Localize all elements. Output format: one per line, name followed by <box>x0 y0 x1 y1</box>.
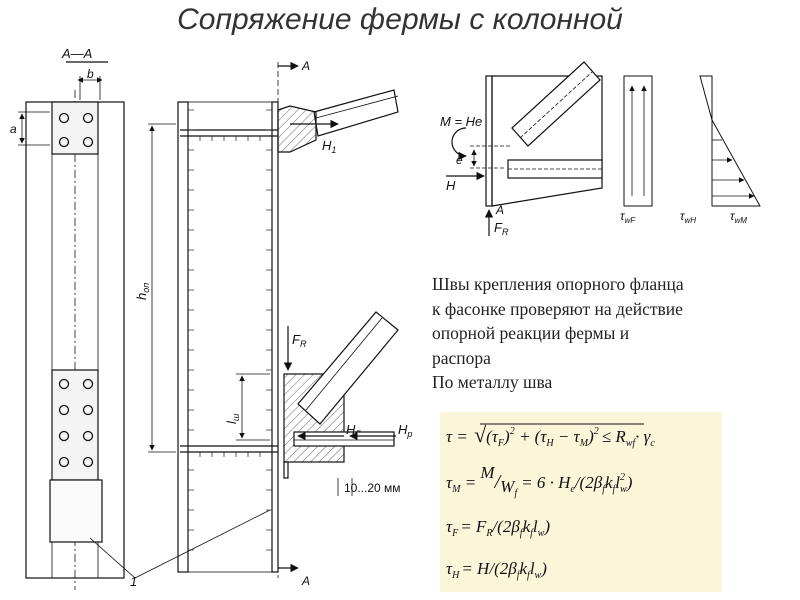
section-aa-view <box>18 61 125 590</box>
label-hp: Hр <box>398 422 412 439</box>
description-line: опорной реакции фермы и <box>432 323 630 343</box>
label-h-op: hоп <box>134 283 151 300</box>
label-h-force: H <box>446 178 456 193</box>
page-title: Сопряжение фермы с колонной <box>177 3 623 36</box>
description-line: По металлу шва <box>432 372 553 392</box>
upper-chord-node <box>277 89 399 153</box>
description-line: распора <box>432 347 491 368</box>
label-arrow-a-top: А <box>301 59 310 73</box>
label-tau-wf: τwF <box>620 209 636 225</box>
label-tau-wh: τwH <box>680 209 696 225</box>
label-a-point: А <box>495 203 504 217</box>
column-weld-ticks <box>188 109 272 551</box>
formula-panel: τ = √(τF)2 + (τH − τM)2≤ Rwf· γc τM = M/… <box>440 412 722 592</box>
description-line: Швы крепления опорного фланца <box>432 274 684 294</box>
label-section-aa: А—А <box>61 46 92 61</box>
label-one: 1 <box>130 574 137 589</box>
label-tau-wm: τwM <box>730 209 747 225</box>
formula-3: τF= FR/(2βfkflw) <box>446 517 550 539</box>
description-line: к фасонке проверяют на действие <box>432 298 683 319</box>
label-e: e <box>456 153 463 167</box>
label-arrow-a-bottom: А <box>301 574 310 588</box>
label-h1: H1 <box>322 138 336 155</box>
label-fr2: FR <box>494 220 509 237</box>
label-b: b <box>87 67 94 81</box>
column-side-view <box>148 61 299 578</box>
shear-diagram-hm <box>699 75 761 207</box>
label-fr: FR <box>292 332 307 349</box>
formula-svg: τ = √(τF)2 + (τH − τM)2≤ Rwf· γc τM = M/… <box>446 422 655 581</box>
lower-chord-node <box>283 311 399 496</box>
node-detail-view <box>446 61 603 236</box>
formula-4: τH= H/(2βfkflw) <box>446 559 547 581</box>
label-hg: HГ <box>346 422 361 439</box>
weld-check-description: Швы крепления опорного фланца к фасонке … <box>432 272 792 395</box>
label-l-sh: lш <box>224 413 241 424</box>
label-gap: 10...20 мм <box>344 481 401 495</box>
section-aa-bolts <box>58 112 94 468</box>
label-a: a <box>10 122 17 136</box>
label-m-he: M = He <box>440 114 482 129</box>
shear-diagram-f <box>623 75 653 207</box>
formula-1: τ = √(τF)2 + (τH − τM)2≤ Rwf· γc <box>446 422 655 449</box>
